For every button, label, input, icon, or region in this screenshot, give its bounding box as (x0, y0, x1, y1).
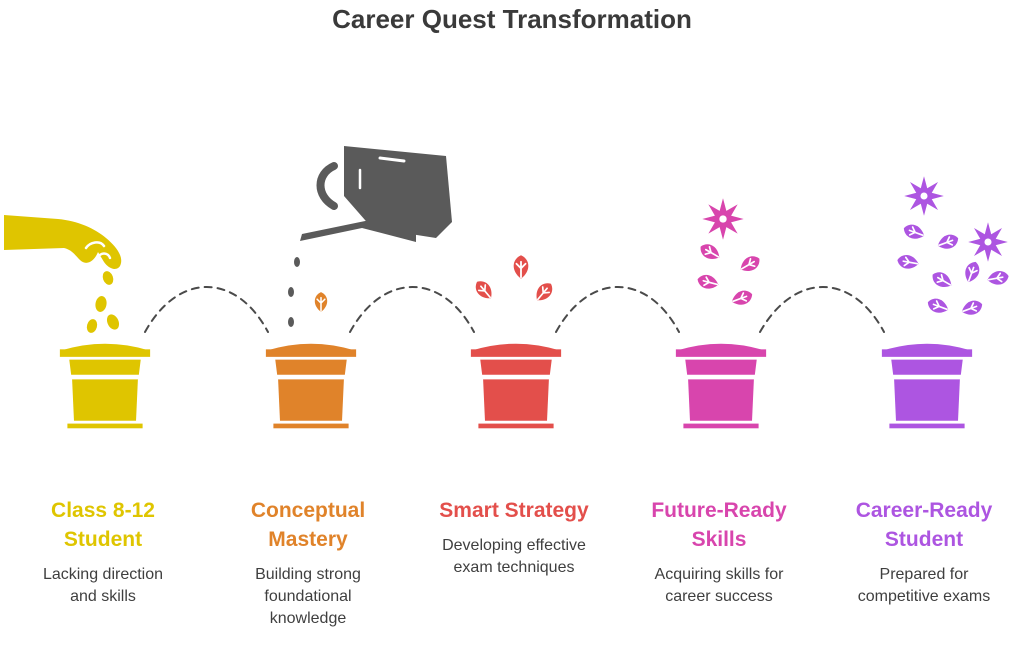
connector-2-3 (349, 286, 475, 333)
connector-1-2 (144, 286, 269, 333)
step-description: Developing effective exam techniques (414, 535, 614, 579)
step-conceptual-mastery: Conceptual Mastery Building strong found… (208, 496, 408, 630)
step-title-line: Future-Ready (651, 499, 787, 522)
leaf-icon (531, 278, 557, 306)
step-description: Prepared for competitive exams (824, 564, 1024, 608)
step-title-line: Smart Strategy (439, 499, 589, 522)
bloom-cluster-purple (895, 176, 1011, 319)
step-class-8-12-student: Class 8-12 Student Lacking direction and… (3, 496, 203, 608)
leaf-icon (694, 271, 722, 293)
flower-pot-icon (265, 343, 357, 429)
bloom-cluster-pink (694, 198, 764, 309)
step-description-line: knowledge (269, 610, 347, 627)
leaf-icon (958, 297, 986, 319)
leaf-icon (934, 231, 962, 253)
step-description-line: exam techniques (453, 559, 575, 576)
step-title-line: Class 8-12 (51, 499, 155, 522)
step-smart-strategy: Smart Strategy Developing effective exam… (414, 496, 614, 579)
leaf-icon (961, 258, 983, 286)
flower-icon (904, 176, 944, 216)
step-title-line: Career-Ready (855, 499, 993, 522)
step-description: Acquiring skills for career success (619, 564, 819, 608)
step-description-line: Building strong (255, 566, 361, 583)
step-title: Career-Ready Student (824, 496, 1024, 554)
connector-arcs (144, 286, 885, 333)
step-description: Building strong foundational knowledge (208, 564, 408, 630)
leaf-icon (924, 295, 952, 317)
flower-icon (968, 222, 1008, 262)
leaf-icon (512, 254, 530, 280)
leaf-icon (736, 251, 764, 277)
leaf-icon (696, 239, 724, 265)
leaf-icon (985, 268, 1011, 288)
step-title-line: Skills (691, 528, 747, 551)
leaf-icon (928, 267, 956, 293)
step-title-line: Student (884, 528, 964, 551)
step-description-line: Acquiring skills for (654, 566, 784, 583)
step-description-line: career success (665, 588, 773, 605)
step-description-line: Lacking direction (42, 566, 164, 583)
step-description-line: Developing effective (442, 537, 586, 554)
flower-pot-icon (59, 343, 151, 429)
step-title: Smart Strategy (414, 496, 614, 525)
step-title-line: Conceptual (250, 499, 366, 522)
step-career-ready-student: Career-Ready Student Prepared for compet… (824, 496, 1024, 608)
flower-pot-icon (881, 343, 973, 429)
leaf-icon (728, 287, 756, 309)
step-title-line: Student (63, 528, 143, 551)
step-title: Future-Ready Skills (619, 496, 819, 554)
step-description-line: Prepared for (879, 566, 969, 583)
step-title: Class 8-12 Student (3, 496, 203, 554)
step-description-line: and skills (70, 588, 136, 605)
step-future-ready-skills: Future-Ready Skills Acquiring skills for… (619, 496, 819, 608)
connector-4-5 (759, 286, 885, 333)
flower-icon (702, 198, 744, 240)
leaf-icon (471, 276, 497, 304)
connector-3-4 (555, 286, 680, 333)
leaf-icon (313, 291, 329, 313)
step-description: Lacking direction and skills (3, 564, 203, 608)
step-title-line: Mastery (268, 528, 348, 551)
hand-seed-icon (4, 215, 122, 333)
flower-pot-icon (470, 343, 562, 429)
step-description-line: competitive exams (857, 588, 991, 605)
page-title: Career Quest Transformation (332, 4, 692, 34)
watering-can-icon (288, 146, 452, 327)
leaf-icon (895, 252, 921, 272)
flower-pot-icon (675, 343, 767, 429)
step-description-line: foundational (264, 588, 352, 605)
step-title: Conceptual Mastery (208, 496, 408, 554)
leaf-cluster-red (471, 254, 557, 306)
leaf-icon (900, 221, 928, 243)
